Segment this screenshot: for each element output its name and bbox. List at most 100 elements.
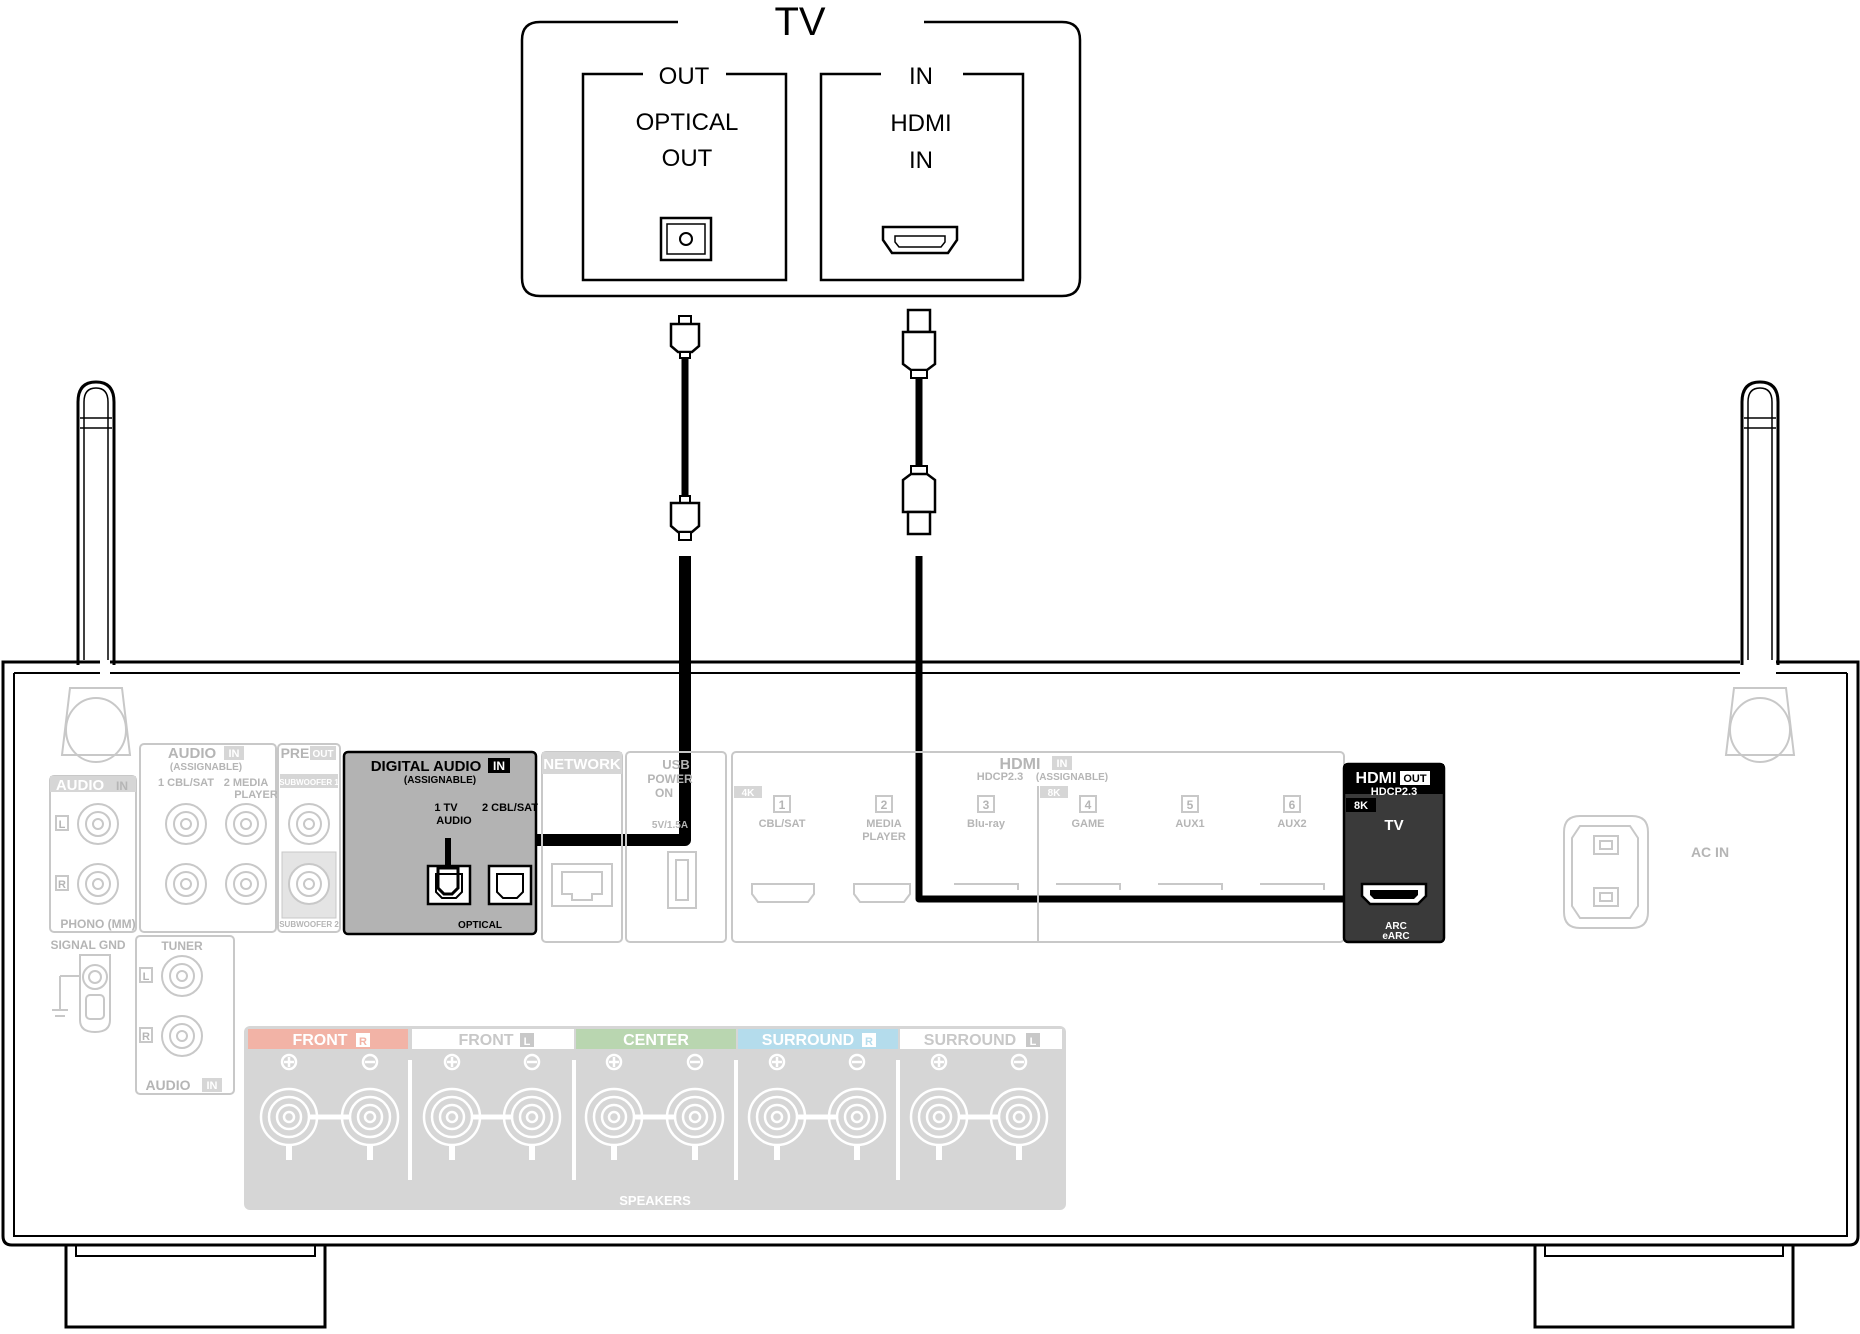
pre-out: PRE OUT SUBWOOFER 1 SUBWOOFER 2 [277,743,341,933]
usb-on-label: ON [655,786,673,800]
left-foot [64,1245,327,1329]
tv-in-label: IN [909,63,933,90]
hdmi-input-3-num: 3 [983,798,990,812]
hdmi-cable-route [915,556,1412,903]
posts-center [584,1053,725,1160]
audio-in-ch2: 2 MEDIA [224,777,269,789]
speaker-terminals: SPEAKERS FRONT R FRONT L CENTER SURROUND [244,1026,1066,1210]
hdmi-input-2-num: 2 [881,798,888,812]
subwoofer1-label: SUBWOOFER 1 [279,778,339,787]
signal-gnd-label: SIGNAL GND [50,938,125,952]
hdmi-out-panel: HDMI OUT HDCP2.3 8K TV ARC eARC [1342,762,1446,944]
tv-in-group: IN HDMI IN [819,63,1025,282]
tv-device: TV OUT OPTICAL OUT IN HDMI IN [520,0,1082,298]
hdmi-input-6: 6 AUX2 [1260,795,1325,890]
av-receiver: AUDIO IN L R PHONO (MM) SIGNAL GND AUDIO… [1,380,1860,1329]
speaker-surround-l-ch: L [1030,1036,1037,1048]
tv-out-label: OUT [659,63,710,90]
ac-inlet: AC IN [1563,815,1729,929]
hdmi-input-5-name: AUX1 [1175,818,1204,830]
posts-front-l [422,1053,562,1160]
optical-plug-top [669,315,701,359]
hdmi-input-6-num: 6 [1289,798,1296,812]
subwoofer2-label: SUBWOOFER 2 [279,920,339,929]
usb-rating-label: 5V/1.5A [652,820,688,831]
hdmi-input-2-name: MEDIA [866,818,902,830]
hdmi-input-1-num: 1 [779,798,786,812]
hdmi-in-panel: HDMI IN HDCP2.3 (ASSIGNABLE) 4K 8K 1 CBL… [731,751,1345,943]
badge-8k: 8K [1048,788,1062,799]
hdmi-out-hdcp: HDCP2.3 [1371,786,1417,798]
hdmi-input-1: 1 CBL/SAT [751,795,815,903]
speaker-surround-l-label: SURROUND [924,1032,1016,1049]
tv-hdmi-port-icon [881,225,959,255]
speaker-surround-r-label: SURROUND [762,1032,854,1049]
pre-out-label: PRE [281,745,310,761]
phono-audio-in: AUDIO IN L R PHONO (MM) [49,775,137,933]
phono-r: R [58,879,66,891]
tv-optical-port-icon [659,216,713,262]
network-port: NETWORK [541,751,623,943]
speaker-front-r: FRONT R [248,1029,408,1049]
pre-out-tag: OUT [312,749,333,760]
hdmi-in-assignable: (ASSIGNABLE) [1036,772,1108,783]
hdmi-in-label: HDMI [1000,756,1041,773]
hdmi-input-6-name: AUX2 [1277,818,1306,830]
audio-in-tag: IN [229,748,240,760]
phono-in-tag: IN [116,779,128,793]
speaker-front-l-label: FRONT [458,1032,513,1049]
usb-label: USB [662,757,689,772]
tv-hdmi-label-2: IN [909,147,933,174]
speaker-center-label: CENTER [623,1032,689,1049]
digital-assignable-label: (ASSIGNABLE) [404,775,476,786]
audio-in-ch2b: PLAYER [234,789,278,801]
signal-gnd-terminal [52,954,111,1034]
tv-out-group: OUT OPTICAL OUT [581,63,788,282]
right-antenna [1724,380,1796,763]
phono-label: PHONO (MM) [60,917,135,931]
audio-in-assignable-label: (ASSIGNABLE) [170,762,242,773]
network-label: NETWORK [543,756,621,773]
phono-l: L [59,819,66,831]
hdmi-out-label: HDMI [1356,770,1397,787]
hdmi-out-8k: 8K [1354,800,1368,812]
left-antenna [60,380,132,763]
tuner-audio-label: AUDIO [145,1077,190,1093]
speaker-front-r-label: FRONT [292,1032,347,1049]
hdmi-in-tag: IN [1057,758,1068,770]
receiver-chassis [1,660,1860,1247]
hdmi-out-earc: eARC [1382,931,1409,942]
tuner-input: TUNER L R AUDIO IN [135,935,235,1095]
tuner-r: R [142,1031,150,1043]
digital-audio-in-panel: DIGITAL AUDIO IN (ASSIGNABLE) 1 TV AUDIO… [342,750,538,936]
tv-out-frame [581,72,788,282]
tv-optical-label-2: OUT [662,145,713,172]
tv-title: TV [774,0,825,44]
digital-port2-label: 2 CBL/SAT [482,802,538,814]
hdmi-input-3-name: Blu-ray [967,818,1006,830]
usb-port: USB POWER ON 5V/1.5A [625,751,727,943]
ac-in-label: AC IN [1691,844,1729,860]
right-foot [1533,1245,1795,1329]
tv-optical-label-1: OPTICAL [636,109,739,136]
hdmi-input-2-name2: PLAYER [862,831,906,843]
tv-outline [520,20,1082,298]
audio-in-label: AUDIO [168,745,217,762]
optical-port-1 [426,864,472,906]
speaker-surround-l: SURROUND L [900,1029,1062,1049]
speakers-label: SPEAKERS [619,1193,691,1208]
tuner-label: TUNER [161,939,203,953]
optical-label: OPTICAL [458,920,502,931]
speaker-center: CENTER [576,1029,736,1049]
hdmi-input-4-name: GAME [1072,818,1105,830]
hdmi-cable [901,308,1412,903]
speaker-surround-r-ch: R [865,1036,873,1048]
speaker-front-r-ch: R [359,1036,367,1048]
posts-surround-r [747,1053,887,1160]
tuner-l: L [143,971,150,983]
hdmi-plug-bottom [901,465,937,536]
phono-audio-label: AUDIO [56,777,105,794]
hdmi-input-5-num: 5 [1187,798,1194,812]
hdmi-input-4-num: 4 [1085,798,1092,812]
